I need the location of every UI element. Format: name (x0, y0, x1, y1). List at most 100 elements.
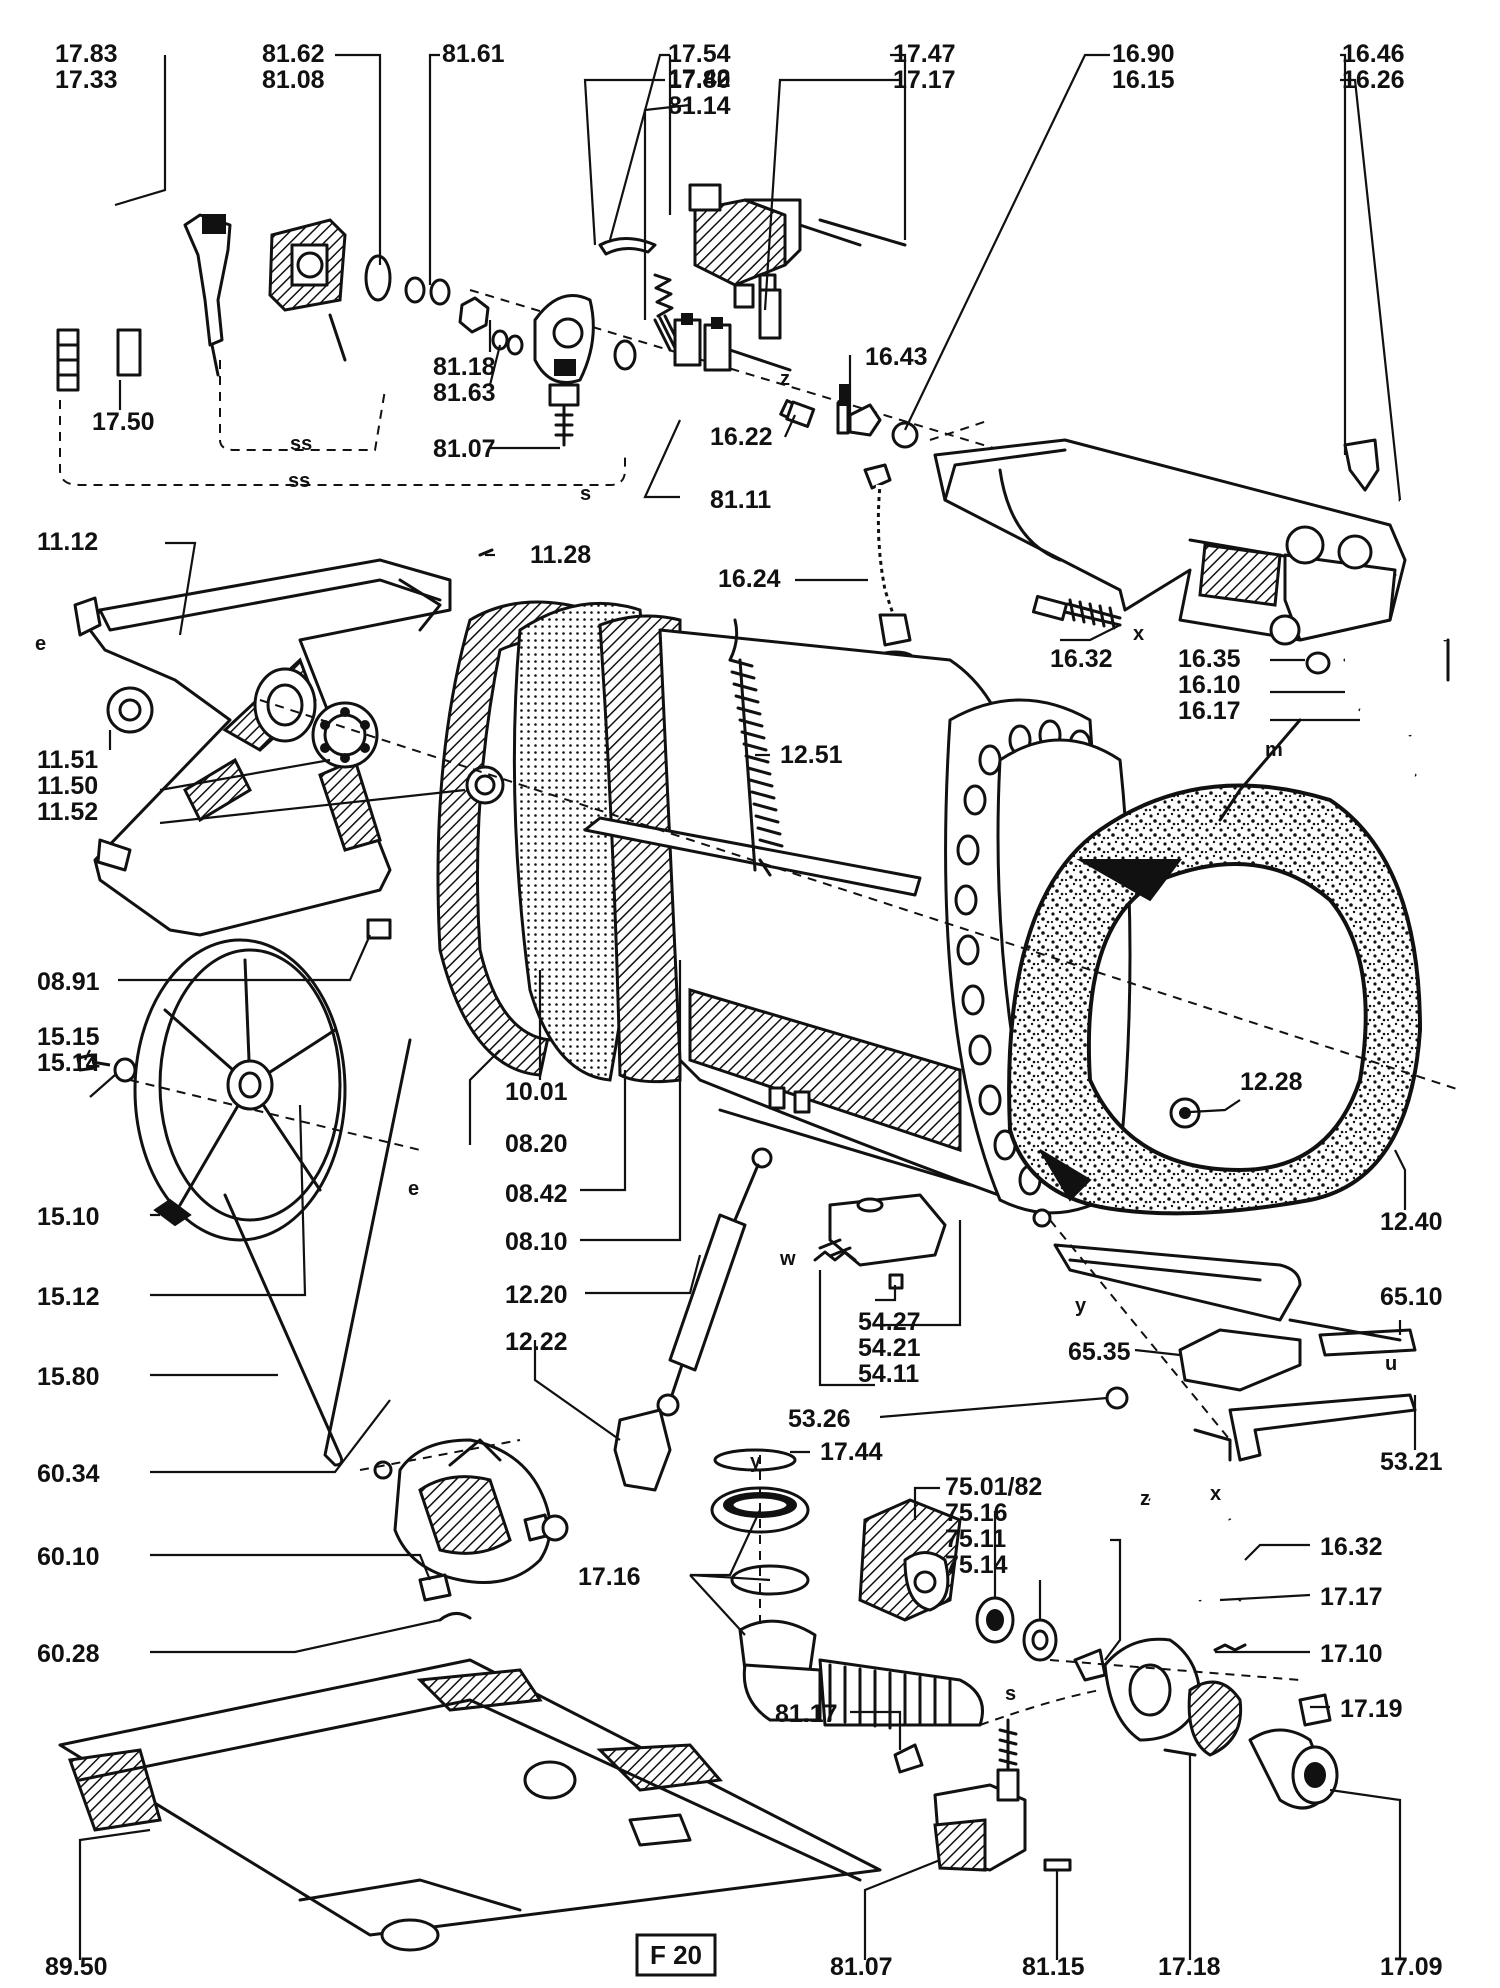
valve-axis-line (469, 289, 1001, 451)
callout-line: 17.18 (1158, 1953, 1221, 1981)
callout-c18: 16.32 (1050, 645, 1113, 673)
hose-16-17 (1358, 705, 1417, 780)
clip-81-15 (1043, 1858, 1072, 1872)
connection-letter: s (580, 483, 591, 505)
callout-line: 10.01 (505, 1078, 568, 1106)
callout-line: 17.19 (1340, 1695, 1403, 1723)
callout-c15: 11.12 (37, 528, 98, 556)
callout-line: 11.28 (530, 541, 591, 569)
callout-c5: 17.42 (668, 65, 731, 93)
pin-17-18 (1163, 1748, 1197, 1757)
connection-letter: z (1140, 1488, 1150, 1510)
hose-elbow-16-10 (1343, 651, 1418, 737)
callout-c27: 08.10 (505, 1228, 568, 1256)
screw-53-26 (1105, 1386, 1129, 1410)
drain-filter-17-09 (1248, 1728, 1339, 1810)
callout-line: 16.32 (1050, 645, 1113, 673)
callout-c28: 12.28 (1240, 1068, 1303, 1096)
washer-16-35 (1305, 651, 1331, 675)
callout-line: 81.17 (775, 1700, 838, 1728)
callout-line: 81.63 (433, 379, 496, 407)
clip-17-54 (598, 237, 657, 256)
callout-line: 17.47 (893, 40, 956, 68)
callout-c44: 60.10 (37, 1543, 100, 1571)
valve-head (688, 183, 862, 340)
pump-housing-17-10 (1103, 1637, 1243, 1757)
callout-c12: 16.43 (865, 343, 928, 371)
ring-17-44 (713, 1448, 797, 1472)
callout-line: 17.44 (820, 1438, 883, 1466)
spring-17-10 (1213, 1643, 1247, 1652)
callout-line: 11.51 (37, 746, 98, 774)
connection-letter: x (1133, 623, 1144, 645)
connection-letter: x (1210, 1483, 1221, 1505)
connection-letter: m (1265, 739, 1283, 761)
callout-line: 54.27 (858, 1308, 921, 1336)
callout-c13: 16.22 (710, 423, 773, 451)
callout-c29: 12.40 (1380, 1208, 1443, 1236)
callout-line: 81.18 (433, 353, 496, 381)
callout-c16: 11.28 (530, 541, 591, 569)
bearing-11-50 (311, 701, 379, 769)
callout-c39: 60.34 (37, 1460, 100, 1488)
callout-line: 65.10 (1380, 1283, 1443, 1311)
callout-c47: 60.28 (37, 1640, 100, 1668)
clip-60-28 (438, 1612, 472, 1622)
callout-line: 15.15 (37, 1023, 100, 1051)
nut-54-27 (888, 1273, 904, 1290)
door-gasket-12-40 (1007, 718, 1423, 1216)
callout-line: 16.90 (1112, 40, 1175, 68)
o-ring-small-2 (429, 278, 451, 306)
callout-line: 08.10 (505, 1228, 568, 1256)
callout-c41: 53.21 (1380, 1448, 1443, 1476)
callout-c50: 81.17 (775, 1700, 838, 1728)
callout-c55: 17.09 (1380, 1953, 1443, 1981)
clip-81-17 (893, 1743, 924, 1774)
callout-line: 08.42 (505, 1180, 568, 1208)
callout-c48: 17.10 (1320, 1640, 1383, 1668)
flange-plate (533, 294, 637, 447)
bracket-12-22 (613, 1408, 672, 1492)
hose-16-26 (1398, 496, 1450, 682)
callout-line: 11.50 (37, 772, 98, 800)
callout-line: 16.26 (1342, 66, 1405, 94)
valve-connector (785, 384, 882, 437)
callout-line: 16.24 (718, 565, 781, 593)
callout-c40: 17.44 (820, 1438, 883, 1466)
connection-letter: s (1005, 1683, 1016, 1705)
callout-line: 75.16 (945, 1499, 1008, 1527)
rod-17-47 (818, 218, 907, 247)
shock-absorber-12-20 (656, 1147, 773, 1417)
solenoid-valve-81-07 (933, 1718, 1027, 1872)
callout-c31: 15.12 (37, 1283, 100, 1311)
connection-letter: z (780, 368, 790, 390)
callout-c35: 65.35 (1068, 1338, 1131, 1366)
clip-08-91 (366, 918, 392, 940)
callout-c53: 81.15 (1022, 1953, 1085, 1981)
assembly-axis-pump (1049, 1659, 1301, 1681)
inlet-hose (183, 213, 232, 377)
callout-line: 81.07 (830, 1953, 893, 1981)
washer-75-14 (1022, 1618, 1058, 1662)
connection-letter: u (1385, 1353, 1397, 1375)
callout-c38: 53.26 (788, 1405, 851, 1433)
callout-line: 17.17 (1320, 1583, 1383, 1611)
bearing-11-51 (106, 686, 154, 734)
callout-line: 16.10 (1178, 671, 1241, 699)
callout-line: 08.91 (37, 968, 100, 996)
callout-line: 60.28 (37, 1640, 100, 1668)
callout-line: 81.11 (710, 486, 771, 514)
callout-line: 81.61 (442, 40, 505, 68)
u-hose (56, 195, 142, 392)
callout-c36: 12.22 (505, 1328, 568, 1356)
callout-line: 12.20 (505, 1281, 568, 1309)
callout-c24: 10.01 (505, 1078, 568, 1106)
